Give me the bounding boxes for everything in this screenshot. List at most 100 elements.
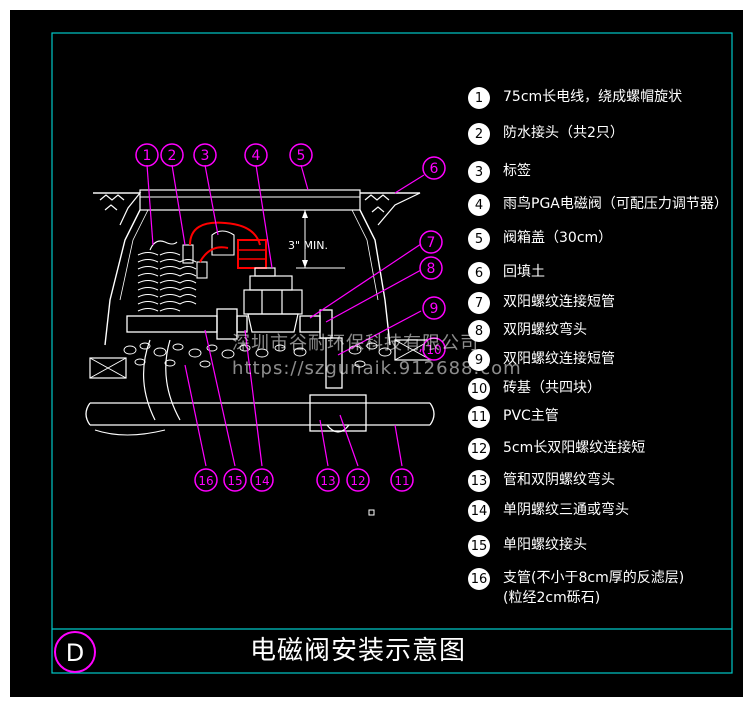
watermark-company: 深圳市谷耐环保科技有限公司 [232,333,479,354]
legend-text: 回填土 [503,264,545,280]
legend-item: 1 75cm长电线，绕成螺帽旋状 [468,87,682,109]
callout-12: 12 [346,468,370,492]
callout-14: 14 [250,468,274,492]
legend-number: 5 [468,228,490,250]
legend-item: 5 阀箱盖（30cm） [468,228,612,250]
callout-number: 10 [426,343,441,357]
waterproof-connector [182,244,194,264]
callout-number: 3 [201,148,210,164]
valve-box-body [104,209,391,346]
legend-text: 5cm长双阳螺纹连接短 [503,440,646,456]
callout-8: 8 [419,256,443,280]
callout-10: 10 [422,337,446,361]
legend-number: 13 [468,470,490,492]
legend-number: 16 [468,568,490,590]
callout-number: 5 [297,148,306,164]
pga-valve [243,267,303,333]
callout-number: 13 [320,474,335,488]
legend-number: 3 [468,161,490,183]
callout-6: 6 [422,156,446,180]
branch-pipe [143,339,181,421]
legend-item: 16 支管(不小于8cm厚的反滤层)(粒经2cm砾石) [468,568,684,608]
legend-item: 2 防水接头（共2只） [468,123,624,145]
legend-number: 15 [468,535,490,557]
valve-box-lid [139,189,361,211]
legend-number: 14 [468,500,490,522]
legend-text: 砖基（共四块） [503,380,601,396]
sheet-label: D [66,639,84,667]
legend-text: 防水接头（共2只） [503,125,624,141]
legend-text: 双阳螺纹连接短管 [503,351,615,367]
callout-2: 2 [160,143,184,167]
legend-item: 13 管和双阴螺纹弯头 [468,470,615,492]
callout-16: 16 [194,468,218,492]
legend-item: 4 雨鸟PGA电磁阀（可配压力调节器） [468,194,728,216]
legend-text: PVC主管 [503,408,559,424]
legend-number: 8 [468,320,490,342]
backfill-soil [93,192,421,226]
callout-number: 6 [430,161,439,177]
tag [211,230,235,256]
watermark-url: https://szgunaik.912688.com [232,358,522,379]
legend-item: 9 双阳螺纹连接短管 [468,349,615,371]
legend-text: 管和双阴螺纹弯头 [503,472,615,488]
callout-number: 12 [350,474,365,488]
legend-item: 7 双阳螺纹连接短管 [468,292,615,314]
legend-item: 10 砖基（共四块） [468,378,601,400]
legend-text: 阀箱盖（30cm） [503,230,613,246]
legend-text: 75cm长电线，绕成螺帽旋状 [503,89,683,105]
dimension-label: 3" MIN. [288,239,328,252]
callout-number: 7 [427,235,436,251]
legend-text: 单阳螺纹接头 [503,537,587,553]
callout-number: 14 [254,474,269,488]
callout-11: 11 [390,468,414,492]
callout-15: 15 [223,468,247,492]
legend-number: 4 [468,194,490,216]
legend-item: 11 PVC主管 [468,406,559,428]
red-wire [189,221,261,246]
legend-number: 9 [468,349,490,371]
legend-number: 1 [468,87,490,109]
legend-number: 10 [468,378,490,400]
legend-item: 15 单阳螺纹接头 [468,535,587,557]
callout-number: 4 [252,148,261,164]
callout-number: 15 [227,474,242,488]
callout-leader-lines [146,164,425,467]
callout-13: 13 [316,468,340,492]
legend-text: 单阴螺纹三通或弯头 [503,502,629,518]
legend-number: 7 [468,292,490,314]
legend-text: 双阴螺纹弯头 [503,322,587,338]
legend-item: 3 标签 [468,161,531,183]
legend-number: 11 [468,406,490,428]
legend-text: 支管(不小于8cm厚的反滤层)(粒经2cm砾石) [503,570,685,606]
legend-item: 8 双阴螺纹弯头 [468,320,587,342]
callout-number: 16 [198,474,213,488]
callout-number: 2 [168,148,177,164]
callout-3: 3 [193,143,217,167]
callout-number: 11 [394,474,409,488]
gravel [123,342,392,368]
sheet-label-circle [54,631,96,673]
solenoid [237,239,267,269]
coiled-wire [137,240,197,312]
legend-text: 标签 [503,163,531,179]
legend-text: 双阳螺纹连接短管 [503,294,615,310]
callout-7: 7 [419,230,443,254]
legend-number: 6 [468,262,490,284]
callout-4: 4 [244,143,268,167]
pipes [85,308,435,433]
callout-1: 1 [135,143,159,167]
callout-number: 9 [430,301,439,317]
callout-number: 1 [143,148,152,164]
diagram-title: 电磁阀安装示意图 [250,636,467,666]
cyan-border [51,32,733,674]
legend-number: 2 [468,123,490,145]
callout-5: 5 [289,143,313,167]
legend-text: 雨鸟PGA电磁阀（可配压力调节器） [503,196,728,212]
legend-item: 6 回填土 [468,262,545,284]
brick-left [89,357,127,379]
